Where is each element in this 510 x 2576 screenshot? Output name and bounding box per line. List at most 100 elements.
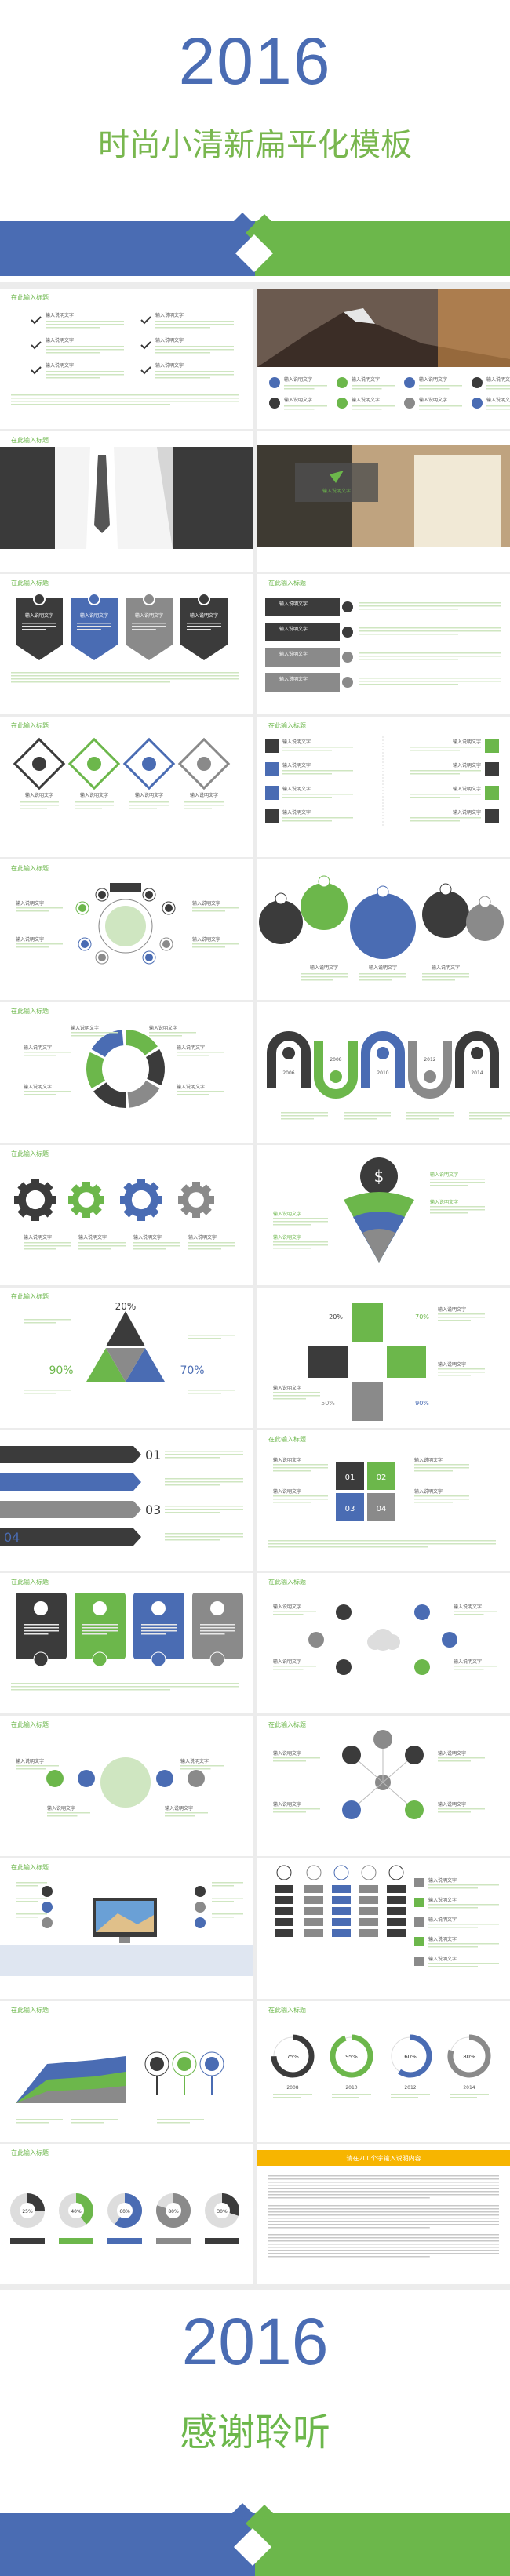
text-placeholder-line bbox=[46, 349, 124, 351]
slide-text: 输入说明文字 bbox=[454, 1604, 482, 1610]
text-placeholder-line bbox=[486, 388, 510, 390]
slide-title: 在此输入标题 bbox=[11, 2006, 49, 2014]
text-placeholder-line bbox=[486, 409, 510, 410]
text-placeholder-line bbox=[24, 1630, 59, 1632]
text-placeholder-line bbox=[344, 1115, 391, 1117]
slide-text: 输入说明文字 bbox=[369, 965, 397, 971]
slide-text: 输入说明文字 bbox=[149, 1025, 177, 1031]
slide-thumbnail: 请在200个字输入说明内容 bbox=[257, 2144, 510, 2284]
text-placeholder-line bbox=[24, 1393, 56, 1394]
banner-shape bbox=[265, 673, 340, 692]
text-placeholder-line bbox=[273, 1464, 328, 1466]
text-placeholder-line bbox=[165, 1815, 195, 1817]
text-placeholder-line bbox=[454, 1614, 484, 1615]
slide-text: 输入说明文字 bbox=[16, 900, 44, 907]
closing-slide: 2016 感谢聆听 bbox=[0, 2290, 510, 2576]
text-placeholder-line bbox=[359, 656, 501, 657]
timeline-arch bbox=[267, 1031, 311, 1088]
cross-arm bbox=[352, 1382, 383, 1421]
slide-thumbnail: 在此输入标题输入说明文字输入说明文字输入说明文字输入说明文字 bbox=[0, 1145, 253, 1285]
text-placeholder-line bbox=[46, 377, 100, 379]
slide-text: 输入说明文字 bbox=[177, 1045, 205, 1051]
slide-text: 输入说明文字 bbox=[322, 488, 351, 494]
slide-text: 输入说明文字 bbox=[24, 1234, 52, 1241]
slide-text: 输入说明文字 bbox=[273, 1211, 301, 1217]
slide-title: 在此输入标题 bbox=[11, 436, 49, 444]
text-placeholder-line bbox=[155, 346, 234, 347]
text-placeholder-line bbox=[22, 629, 46, 630]
text-placeholder-line bbox=[438, 1811, 471, 1813]
text-placeholder-line bbox=[11, 672, 239, 674]
text-placeholder-line bbox=[268, 1540, 496, 1542]
text-placeholder-line bbox=[192, 946, 225, 948]
year-label: 2010 bbox=[377, 1070, 388, 1076]
text-placeholder-line bbox=[428, 1966, 478, 1967]
text-placeholder-line bbox=[454, 1669, 484, 1670]
step-arrow bbox=[0, 1501, 141, 1518]
percent-right: 70% bbox=[180, 1364, 204, 1377]
text-placeholder-line bbox=[410, 773, 460, 775]
text-placeholder-line bbox=[430, 1206, 485, 1208]
icon-circle bbox=[373, 1730, 392, 1749]
circle-shape bbox=[20, 2203, 35, 2218]
text-placeholder-line bbox=[273, 1467, 328, 1469]
slide-thumbnail: 在此输入标题输入说明文字输入说明文字输入说明文字输入说明文字输入说明文字输入说明… bbox=[0, 1002, 253, 1143]
slide-canvas: 在此输入标题输入说明文字输入说明文字输入说明文字输入说明文字 bbox=[11, 721, 231, 809]
slide-text: 输入说明文字 bbox=[135, 612, 163, 619]
text-placeholder-line bbox=[24, 1319, 71, 1321]
slide-text: 输入说明文字 bbox=[282, 786, 311, 792]
text-placeholder-line bbox=[438, 1320, 471, 1321]
icon-square bbox=[485, 809, 499, 823]
step-number: 03 bbox=[145, 1502, 161, 1517]
circle-shape bbox=[367, 1634, 383, 1650]
slide-canvas: 在此输入标题 bbox=[0, 1863, 253, 1976]
text-placeholder-line bbox=[132, 629, 156, 630]
text-placeholder-line bbox=[212, 1901, 234, 1902]
ring-segment bbox=[86, 1052, 106, 1088]
slide-title: 在此输入标题 bbox=[268, 1720, 306, 1728]
text-placeholder-line bbox=[359, 973, 406, 975]
donut-label-bar bbox=[205, 2238, 239, 2244]
bar-segment bbox=[359, 1885, 378, 1893]
bar-segment bbox=[359, 1896, 378, 1904]
text-placeholder-line bbox=[184, 808, 212, 809]
text-placeholder-line bbox=[188, 1393, 221, 1394]
slide-text: 输入说明文字 bbox=[78, 1234, 107, 1241]
icon-circle bbox=[405, 1800, 424, 1819]
year-label: 2010 bbox=[345, 2085, 357, 2091]
text-placeholder-line bbox=[149, 1032, 196, 1034]
bar-segment bbox=[304, 1907, 323, 1915]
text-placeholder-line bbox=[11, 681, 170, 683]
slide-title: 在此输入标题 bbox=[268, 579, 306, 587]
bar-segment bbox=[359, 1929, 378, 1937]
text-placeholder-line bbox=[486, 385, 510, 387]
icon-circle bbox=[414, 1659, 430, 1675]
text-placeholder-line bbox=[165, 1481, 243, 1483]
text-placeholder-line bbox=[391, 2094, 430, 2095]
circle-shape bbox=[117, 2203, 133, 2218]
pin-icon bbox=[177, 2057, 191, 2071]
text-placeholder-line bbox=[129, 805, 169, 806]
text-placeholder-line bbox=[129, 801, 169, 803]
text-placeholder-line bbox=[188, 1335, 235, 1336]
text-placeholder-line bbox=[184, 805, 224, 806]
icon-circle bbox=[81, 940, 89, 948]
bar-segment bbox=[275, 1907, 293, 1915]
text-placeholder-line bbox=[268, 2185, 499, 2186]
triangle-top bbox=[106, 1311, 145, 1346]
text-placeholder-line bbox=[454, 1666, 497, 1667]
text-placeholder-line bbox=[268, 2175, 499, 2177]
slide-thumbnail: 在此输入标题输入说明文字输入说明文字输入说明文字输入说明文字 bbox=[0, 859, 253, 1000]
slide-thumbnail: 输入说明文字输入说明文字输入说明文字 bbox=[257, 859, 510, 1000]
text-placeholder-line bbox=[22, 626, 56, 627]
bar-segment bbox=[275, 1885, 293, 1893]
text-placeholder-line bbox=[419, 409, 450, 410]
icon-circle bbox=[87, 757, 101, 771]
icon-circle bbox=[342, 677, 353, 688]
slide-text: 输入说明文字 bbox=[24, 1045, 52, 1051]
text-placeholder-line bbox=[165, 1454, 243, 1455]
text-placeholder-line bbox=[273, 1248, 311, 1249]
circle-shape bbox=[92, 1651, 107, 1667]
